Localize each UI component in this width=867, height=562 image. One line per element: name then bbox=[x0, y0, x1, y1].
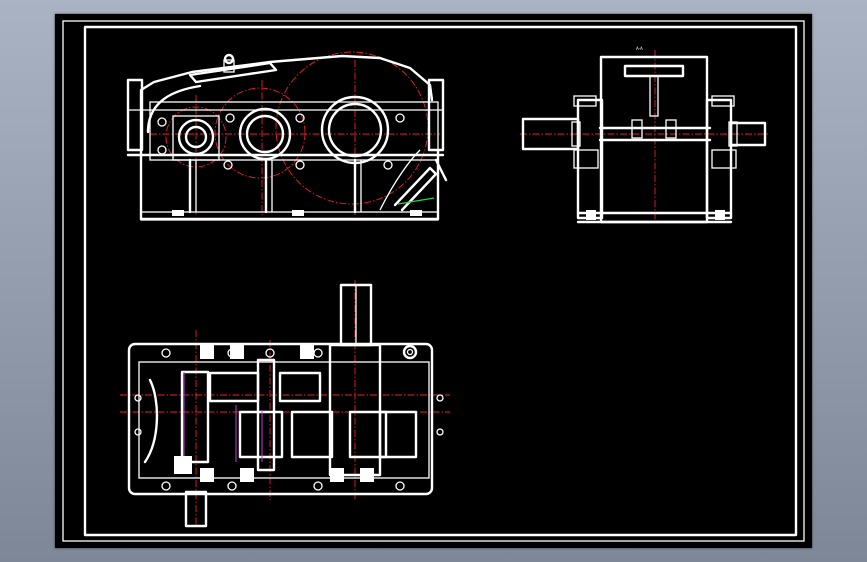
front-view bbox=[126, 51, 448, 221]
bolt-bosses bbox=[157, 113, 422, 216]
sheet-frame bbox=[62, 20, 805, 542]
side-view: A-A bbox=[520, 46, 770, 225]
plan-view bbox=[120, 280, 450, 528]
side-view-label: A-A bbox=[636, 46, 643, 51]
